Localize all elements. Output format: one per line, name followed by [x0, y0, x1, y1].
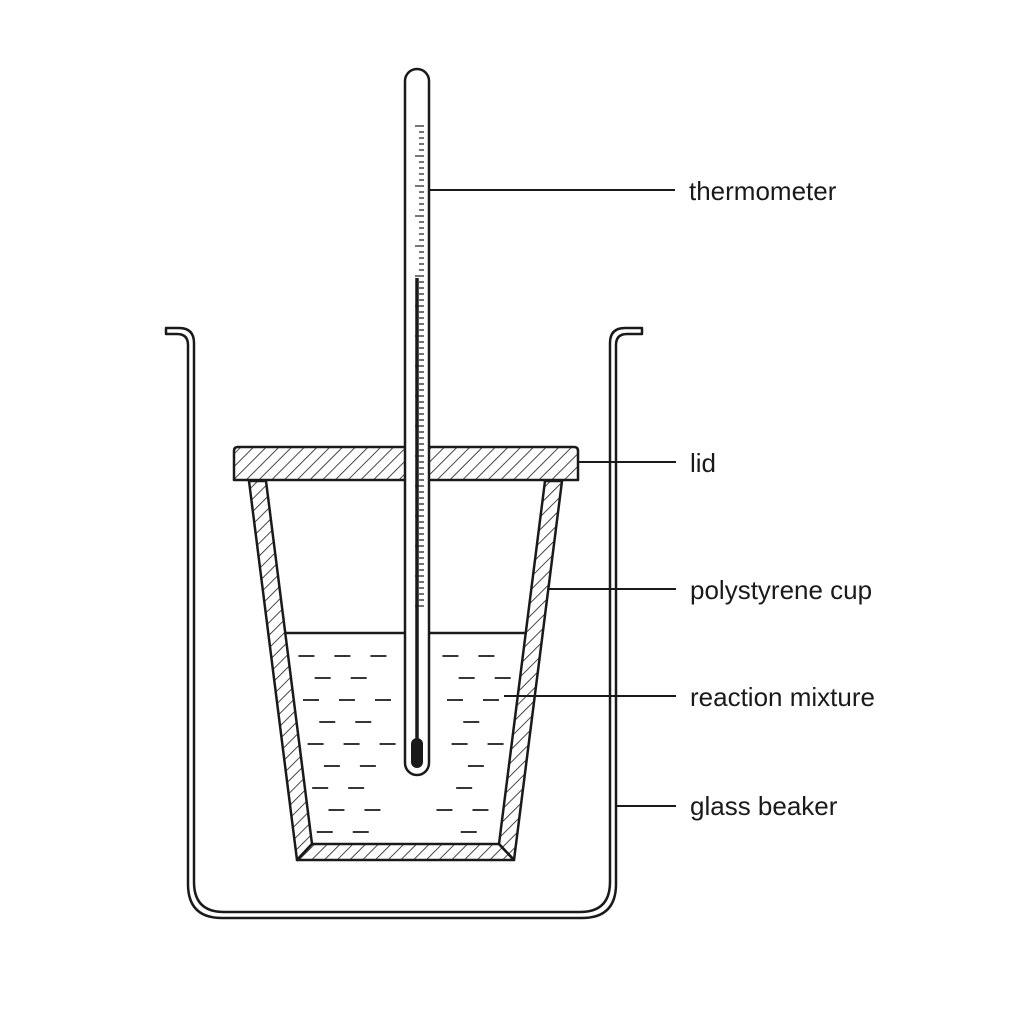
- cup-left-wall: [247, 479, 314, 862]
- reaction-mixture: [284, 631, 527, 833]
- label-reaction-mixture: reaction mixture: [690, 682, 875, 712]
- label-lid: lid: [690, 448, 717, 478]
- thermometer: [403, 67, 431, 777]
- label-thermometer: thermometer: [689, 176, 837, 206]
- polystyrene-cup: [247, 479, 564, 862]
- label-glass-beaker: glass beaker: [690, 791, 838, 821]
- cup-right-wall: [497, 479, 564, 862]
- label-polystyrene-cup: polystyrene cup: [690, 575, 873, 605]
- cup-base: [295, 842, 516, 862]
- glass-beaker: [164, 326, 644, 920]
- thermometer-bulb: [411, 738, 423, 768]
